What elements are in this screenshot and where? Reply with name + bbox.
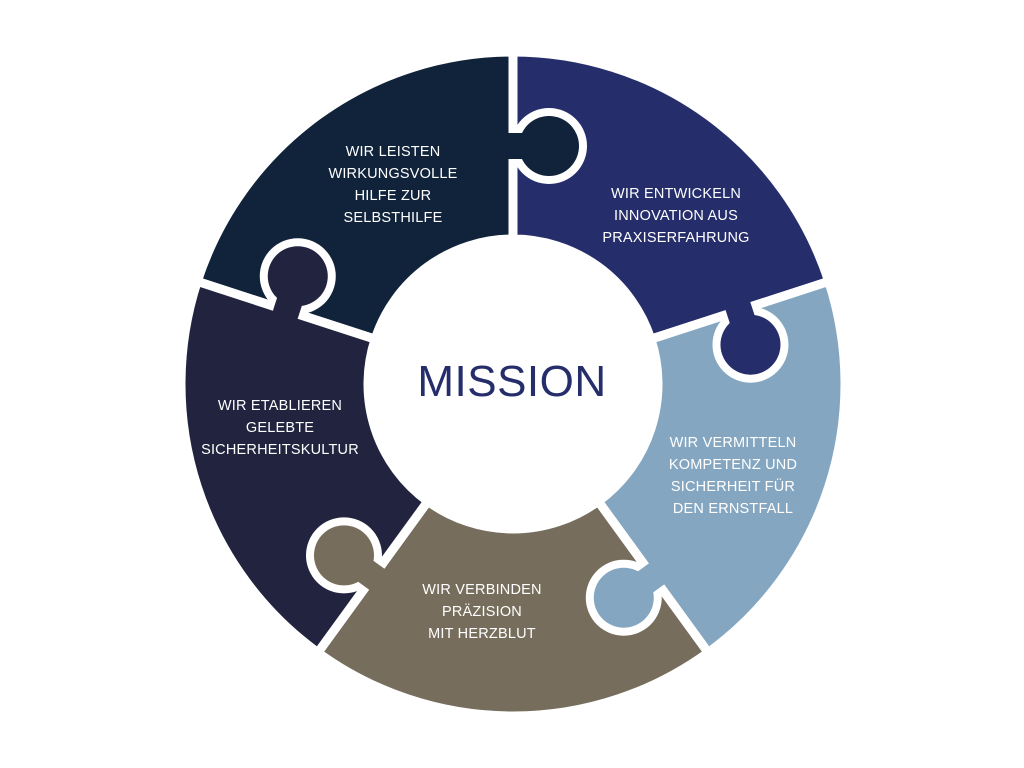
label-line: WIR ETABLIEREN (217, 398, 343, 414)
label-line: GELEBTE (245, 420, 315, 436)
label-line: PRÄZISION (442, 604, 522, 620)
label-line: WIRKUNGSVOLLE (328, 166, 458, 182)
label-line: KOMPETENZ UND (668, 457, 798, 473)
piece-label-innovation: WIR ENTWICKELN INNOVATION AUS PRAXISERFA… (566, 183, 786, 249)
label-line: HILFE ZUR (354, 188, 432, 204)
label-line: WIR VERMITTELN (669, 435, 797, 451)
piece-label-help: WIR LEISTEN WIRKUNGSVOLLE HILFE ZUR SELB… (283, 141, 503, 229)
label-line: MIT HERZBLUT (428, 626, 536, 642)
center-title: MISSION (417, 357, 607, 406)
puzzle-piece-3 (313, 496, 713, 721)
label-line: WIR VERBINDEN (422, 582, 542, 598)
label-line: PRAXISERFAHRUNG (602, 230, 750, 246)
label-line: SICHERHEIT FÜR (670, 479, 796, 495)
center-circle (371, 242, 655, 526)
puzzle-piece-1 (508, 47, 834, 344)
puzzle-knob-neck-4 (271, 272, 311, 323)
piece-label-competence: WIR VERMITTELN KOMPETENZ UND SICHERHEIT … (623, 432, 843, 520)
label-line: WIR ENTWICKELN (610, 186, 742, 202)
puzzle-knob-neck-2 (616, 561, 668, 609)
puzzle-knob-neck-0 (505, 133, 549, 159)
label-line: INNOVATION AUS (614, 208, 738, 224)
label-line: SELBSTHILFE (343, 210, 443, 226)
piece-label-safety-culture: WIR ETABLIEREN GELEBTE SICHERHEITSKULTUR (170, 395, 390, 461)
label-line: WIR LEISTEN (345, 144, 441, 160)
label-line: DEN ERNSTFALL (672, 501, 794, 517)
puzzle-knob-neck-3 (336, 544, 388, 592)
label-line: SICHERHEITSKULTUR (201, 442, 359, 458)
puzzle-knob-neck-1 (724, 298, 763, 349)
puzzle-piece-2 (593, 276, 850, 658)
piece-label-precision: WIR VERBINDEN PRÄZISION MIT HERZBLUT (372, 579, 592, 645)
